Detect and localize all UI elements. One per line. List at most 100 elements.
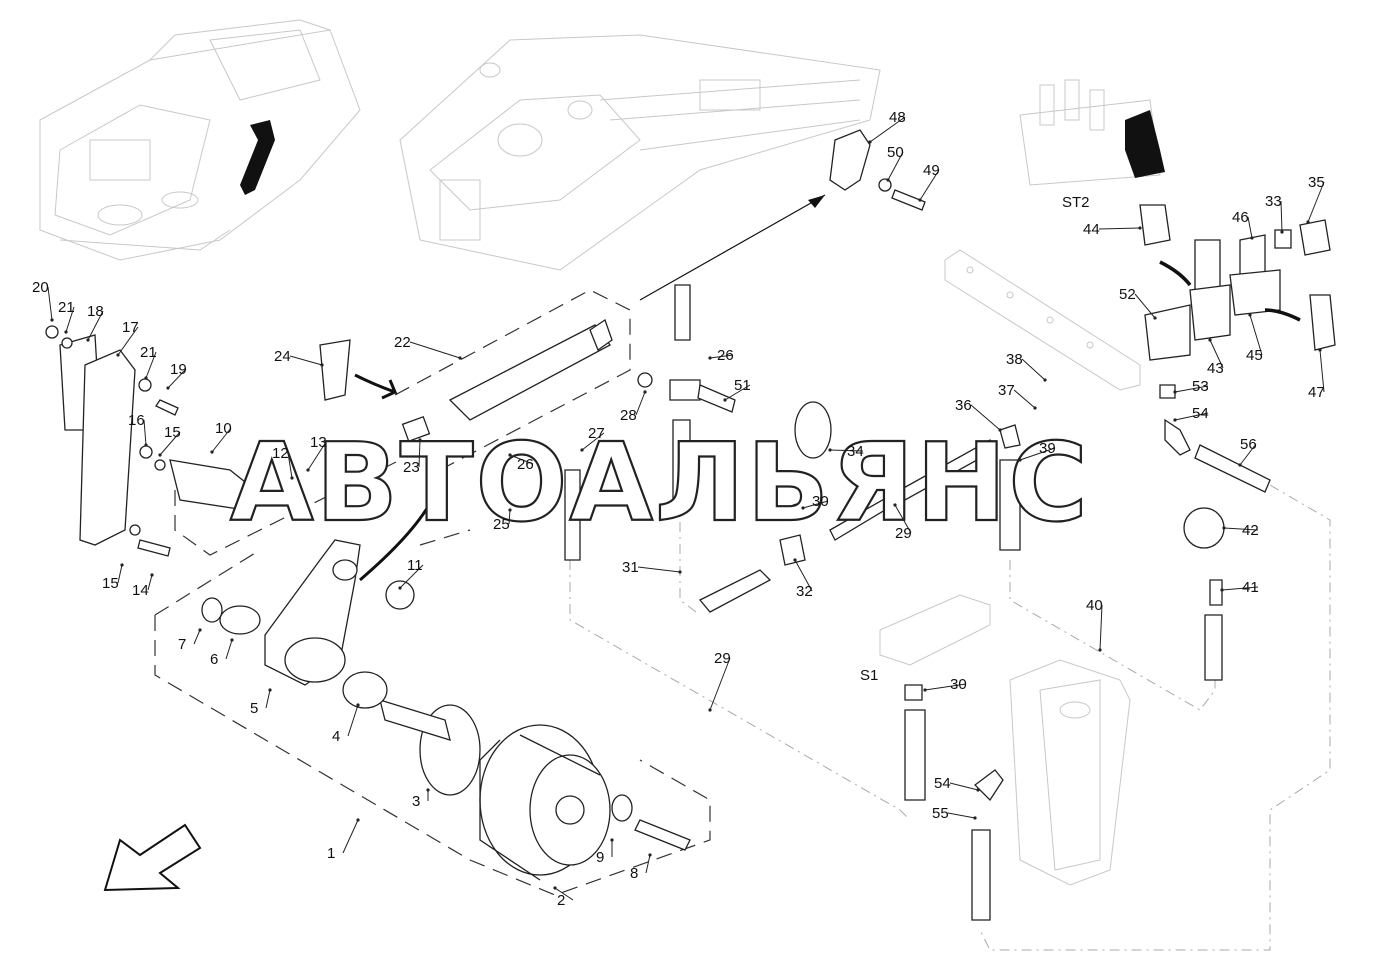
- leader-line: [287, 452, 293, 479]
- part-number-label: 5: [250, 700, 258, 717]
- part-number-label: 36: [955, 397, 972, 414]
- part-number-label: 44: [1083, 221, 1100, 238]
- leader-dot: [1222, 526, 1226, 530]
- part-number-label: 48: [889, 109, 906, 126]
- part-number-label: 30: [950, 676, 967, 693]
- leader-dot: [998, 428, 1002, 432]
- part-number-label: 27: [588, 425, 605, 442]
- leader-line: [919, 169, 940, 201]
- part-number-label: 51: [734, 377, 751, 394]
- part-number-label: 29: [714, 650, 731, 667]
- leader-dot: [230, 638, 234, 642]
- part-number-label: 29: [895, 525, 912, 542]
- leader-dot: [1306, 220, 1310, 224]
- leader-dot: [150, 573, 154, 577]
- leader-dot: [976, 788, 980, 792]
- leader-dot: [923, 688, 927, 692]
- leader-dot: [1098, 648, 1102, 652]
- leader-line: [645, 854, 651, 874]
- leader-line: [159, 431, 181, 456]
- part-number-label: 14: [132, 582, 149, 599]
- leader-line: [347, 704, 359, 737]
- leader-dot: [1138, 226, 1142, 230]
- part-number-label: 11: [407, 557, 423, 574]
- leader-line: [225, 639, 233, 660]
- leader-line: [554, 887, 574, 901]
- leader-dot: [801, 506, 805, 510]
- part-callouts: 1234567891011121314151516171819202121222…: [32, 109, 1325, 909]
- part-number-label: 22: [394, 334, 411, 351]
- part-number-label: 33: [1265, 193, 1282, 210]
- leader-line: [87, 310, 104, 341]
- leader-line: [1249, 314, 1263, 356]
- leader-dot: [198, 628, 202, 632]
- leader-dot: [1043, 378, 1047, 382]
- part-number-label: 21: [140, 344, 157, 361]
- leader-dot: [398, 586, 402, 590]
- leader-line: [887, 151, 904, 181]
- st2-valve-manifold: [1019, 79, 1165, 186]
- leader-dot: [610, 838, 614, 842]
- leader-line: [1239, 443, 1257, 466]
- part-number-label: 52: [1119, 286, 1136, 303]
- tensioner-dashed-outline: [174, 440, 401, 556]
- hydraulic-cylinder: [319, 318, 613, 443]
- part-number-label: 6: [210, 651, 218, 668]
- leader-dot: [648, 853, 652, 857]
- leader-dot: [418, 438, 422, 442]
- part-number-label: 15: [102, 575, 119, 592]
- part-number-label: 10: [215, 420, 232, 437]
- leader-line: [894, 504, 912, 534]
- part-number-label: 18: [87, 303, 104, 320]
- part-number-label: 19: [170, 361, 187, 378]
- leader-line: [47, 286, 53, 321]
- part-number-label: 23: [403, 459, 420, 476]
- leader-line: [829, 449, 864, 452]
- leader-line: [289, 355, 323, 366]
- part-number-label: 54: [934, 775, 951, 792]
- part-number-label: 7: [178, 636, 186, 653]
- leader-line: [211, 427, 232, 453]
- leader-line: [924, 683, 967, 691]
- leader-line: [637, 566, 681, 573]
- leader-dot: [356, 703, 360, 707]
- part-number-label: 42: [1242, 522, 1259, 539]
- leader-dot: [1238, 463, 1242, 467]
- leader-dot: [1208, 338, 1212, 342]
- leader-dot: [426, 788, 430, 792]
- leader-line: [949, 782, 979, 791]
- leader-line: [724, 384, 751, 401]
- part-number-label: 4: [332, 728, 340, 745]
- leader-line: [581, 432, 605, 451]
- part-number-label: 8: [630, 865, 638, 882]
- leader-dot: [306, 468, 310, 472]
- s1-manifold-and-tank: [879, 594, 1131, 921]
- part-number-label: 26: [517, 456, 534, 473]
- bracket-plate: [639, 129, 926, 301]
- leader-dot: [678, 570, 682, 574]
- part-number-label: 49: [923, 162, 940, 179]
- part-number-label: 53: [1192, 378, 1209, 395]
- leader-dot: [290, 476, 294, 480]
- hose-route-line: [979, 484, 1331, 951]
- leader-dot: [144, 443, 148, 447]
- leader-line: [399, 564, 424, 589]
- leader-dot: [166, 386, 170, 390]
- leader-dot: [1280, 230, 1284, 234]
- leader-line: [970, 404, 1001, 431]
- leader-line: [342, 819, 359, 854]
- leader-dot: [458, 356, 462, 360]
- leader-line: [1223, 527, 1259, 531]
- leader-dot: [144, 376, 148, 380]
- leader-dot: [893, 503, 897, 507]
- leader-line: [147, 574, 153, 591]
- leader-dot: [508, 508, 512, 512]
- watermark-text: АВТОАЛЬЯНС: [230, 421, 1090, 546]
- leader-dot: [886, 178, 890, 182]
- leader-dot: [708, 708, 712, 712]
- leader-dot: [86, 338, 90, 342]
- leader-line: [635, 391, 646, 416]
- leader-line: [1019, 447, 1056, 461]
- part-number-label: 13: [310, 434, 327, 451]
- leader-dot: [643, 390, 647, 394]
